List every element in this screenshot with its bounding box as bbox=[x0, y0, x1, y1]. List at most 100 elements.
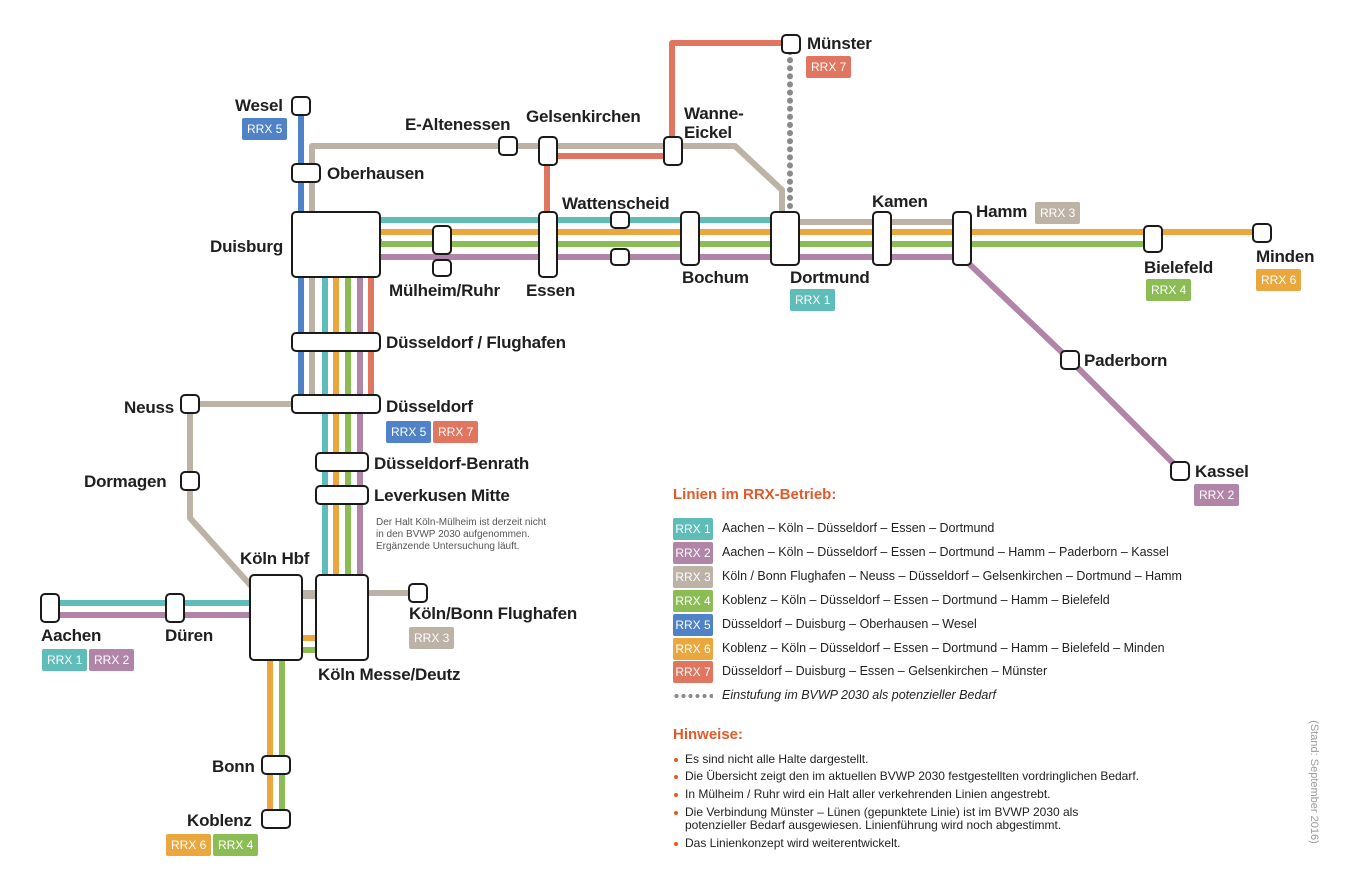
station-wattenscheid-b bbox=[610, 248, 630, 266]
label-hamm: Hamm bbox=[976, 202, 1028, 221]
station-duesseldorf bbox=[291, 394, 381, 414]
label-koblenz: Koblenz bbox=[187, 811, 252, 830]
line-rrx4 bbox=[279, 241, 1153, 820]
station-leverkusen bbox=[315, 485, 369, 505]
dotted-line-icon bbox=[673, 694, 713, 698]
station-aachen bbox=[40, 593, 60, 623]
station-dueren bbox=[165, 593, 185, 623]
legend-text: Düsseldorf – Duisburg – Essen – Gelsenki… bbox=[722, 664, 1048, 678]
label-e-altenessen: E-Altenessen bbox=[405, 115, 511, 134]
label-muenster: Münster bbox=[807, 34, 872, 53]
station-koeln-messe bbox=[315, 574, 369, 661]
badge-aachen-rrx1: RRX 1 bbox=[42, 649, 88, 671]
legend-text: Köln / Bonn Flughafen – Neuss – Düsseldo… bbox=[722, 569, 1182, 583]
label-dortmund: Dortmund bbox=[790, 268, 870, 287]
station-bielefeld bbox=[1143, 225, 1163, 253]
badge-koblenz-rrx4: RRX 4 bbox=[213, 834, 259, 856]
line-rrx6 bbox=[267, 229, 1262, 820]
station-koeln-bonn-flughafen bbox=[408, 583, 428, 603]
station-bochum bbox=[680, 211, 700, 266]
legend-text: Aachen – Köln – Düsseldorf – Essen – Dor… bbox=[722, 521, 995, 535]
legend-dotted-text: Einstufung im BVWP 2030 als potenzieller… bbox=[722, 688, 996, 702]
badge-duesseldorf-rrx5: RRX 5 bbox=[386, 421, 432, 443]
stand-note: (Stand: September 2016) bbox=[1308, 720, 1320, 844]
badge-muenster-rrx7: RRX 7 bbox=[806, 56, 852, 78]
label-wanne-eickel-1: Wanne- bbox=[684, 104, 744, 123]
badge-flughafen-rrx3: RRX 3 bbox=[409, 627, 455, 649]
badge-duesseldorf-rrx7: RRX 7 bbox=[433, 421, 479, 443]
legend-text: Aachen – Köln – Düsseldorf – Essen – Dor… bbox=[722, 545, 1169, 559]
line-rrx2 bbox=[50, 254, 1183, 618]
station-paderborn bbox=[1060, 350, 1080, 370]
note-line-3: Ergänzende Untersuchung läuft. bbox=[376, 541, 520, 552]
label-wesel: Wesel bbox=[235, 96, 283, 115]
station-wesel bbox=[291, 96, 311, 116]
label-duisburg: Duisburg bbox=[210, 237, 284, 256]
note-line-2: in den BVWP 2030 aufgenommen. bbox=[376, 529, 530, 540]
station-muenster bbox=[781, 34, 801, 54]
legend-badge: RRX 3 bbox=[673, 566, 713, 588]
label-wattenscheid: Wattenscheid bbox=[562, 194, 670, 213]
badge-hamm-rrx3: RRX 3 bbox=[1035, 202, 1081, 224]
label-koeln-hbf: Köln Hbf bbox=[240, 549, 310, 568]
station-duesseldorf-benrath bbox=[315, 452, 369, 472]
label-neuss: Neuss bbox=[124, 398, 175, 417]
label-gelsenkirchen: Gelsenkirchen bbox=[526, 107, 641, 126]
legend-text: Düsseldorf – Duisburg – Oberhausen – Wes… bbox=[722, 617, 977, 631]
label-dormagen: Dormagen bbox=[84, 472, 167, 491]
label-paderborn: Paderborn bbox=[1084, 351, 1168, 370]
legend-badge: RRX 6 bbox=[673, 638, 713, 660]
label-koeln-bonn-flughafen: Köln/Bonn Flughafen bbox=[409, 604, 578, 623]
label-kamen: Kamen bbox=[872, 192, 928, 211]
badge-dortmund-rrx1: RRX 1 bbox=[790, 289, 836, 311]
station-neuss bbox=[180, 394, 200, 414]
line-rrx1 bbox=[50, 217, 785, 606]
label-bochum: Bochum bbox=[682, 268, 749, 287]
label-muelheim: Mülheim/Ruhr bbox=[389, 281, 500, 300]
station-wanne-eickel bbox=[663, 136, 683, 166]
label-koeln-messe: Köln Messe/Deutz bbox=[318, 665, 461, 684]
legend-badge: RRX 4 bbox=[673, 590, 713, 612]
station-wattenscheid-a bbox=[610, 211, 630, 229]
station-dortmund bbox=[770, 211, 800, 266]
label-minden: Minden bbox=[1256, 247, 1315, 266]
badge-koblenz-rrx6: RRX 6 bbox=[166, 834, 212, 856]
hints-title: Hinweise: bbox=[673, 726, 744, 743]
label-duesseldorf-benrath: Düsseldorf-Benrath bbox=[374, 454, 530, 473]
label-bonn: Bonn bbox=[212, 757, 255, 776]
legend-badge: RRX 2 bbox=[673, 542, 713, 564]
station-muelheim-b bbox=[432, 259, 452, 277]
station-gelsenkirchen bbox=[538, 136, 558, 166]
badge-minden-rrx6: RRX 6 bbox=[1256, 269, 1302, 291]
label-leverkusen: Leverkusen Mitte bbox=[374, 486, 510, 505]
label-wanne-eickel-2: Eickel bbox=[684, 123, 732, 142]
station-kamen bbox=[872, 211, 892, 266]
legend-text: Koblenz – Köln – Düsseldorf – Essen – Do… bbox=[722, 641, 1165, 655]
label-oberhausen: Oberhausen bbox=[327, 164, 425, 183]
badge-aachen-rrx2: RRX 2 bbox=[89, 649, 135, 671]
label-kassel: Kassel bbox=[1195, 462, 1249, 481]
station-bonn bbox=[261, 755, 291, 775]
station-muelheim-a bbox=[432, 225, 452, 255]
note-line-1: Der Halt Köln-Mülheim ist derzeit nicht bbox=[376, 517, 547, 528]
line-rrx3 bbox=[187, 143, 962, 601]
station-koeln-hbf bbox=[249, 574, 303, 661]
badge-bielefeld-rrx4: RRX 4 bbox=[1146, 279, 1192, 301]
legend-badge: RRX 1 bbox=[673, 518, 713, 540]
station-duesseldorf-flughafen bbox=[291, 332, 381, 352]
label-duesseldorf: Düsseldorf bbox=[386, 397, 473, 416]
legend-badge: RRX 5 bbox=[673, 614, 713, 636]
badge-wesel-rrx5: RRX 5 bbox=[242, 118, 288, 140]
station-e-altenessen bbox=[498, 136, 518, 156]
legend-badge: RRX 7 bbox=[673, 661, 713, 683]
station-dormagen bbox=[180, 471, 200, 491]
label-bielefeld: Bielefeld bbox=[1144, 258, 1214, 277]
station-duisburg bbox=[291, 211, 381, 278]
badge-kassel-rrx2: RRX 2 bbox=[1194, 484, 1240, 506]
station-kassel bbox=[1170, 461, 1190, 481]
label-dueren: Düren bbox=[165, 626, 214, 645]
station-hamm bbox=[952, 211, 972, 266]
station-koblenz bbox=[261, 809, 291, 829]
legend: Linien im RRX-Betrieb: RRX 1 Aachen – Kö… bbox=[673, 486, 1293, 850]
